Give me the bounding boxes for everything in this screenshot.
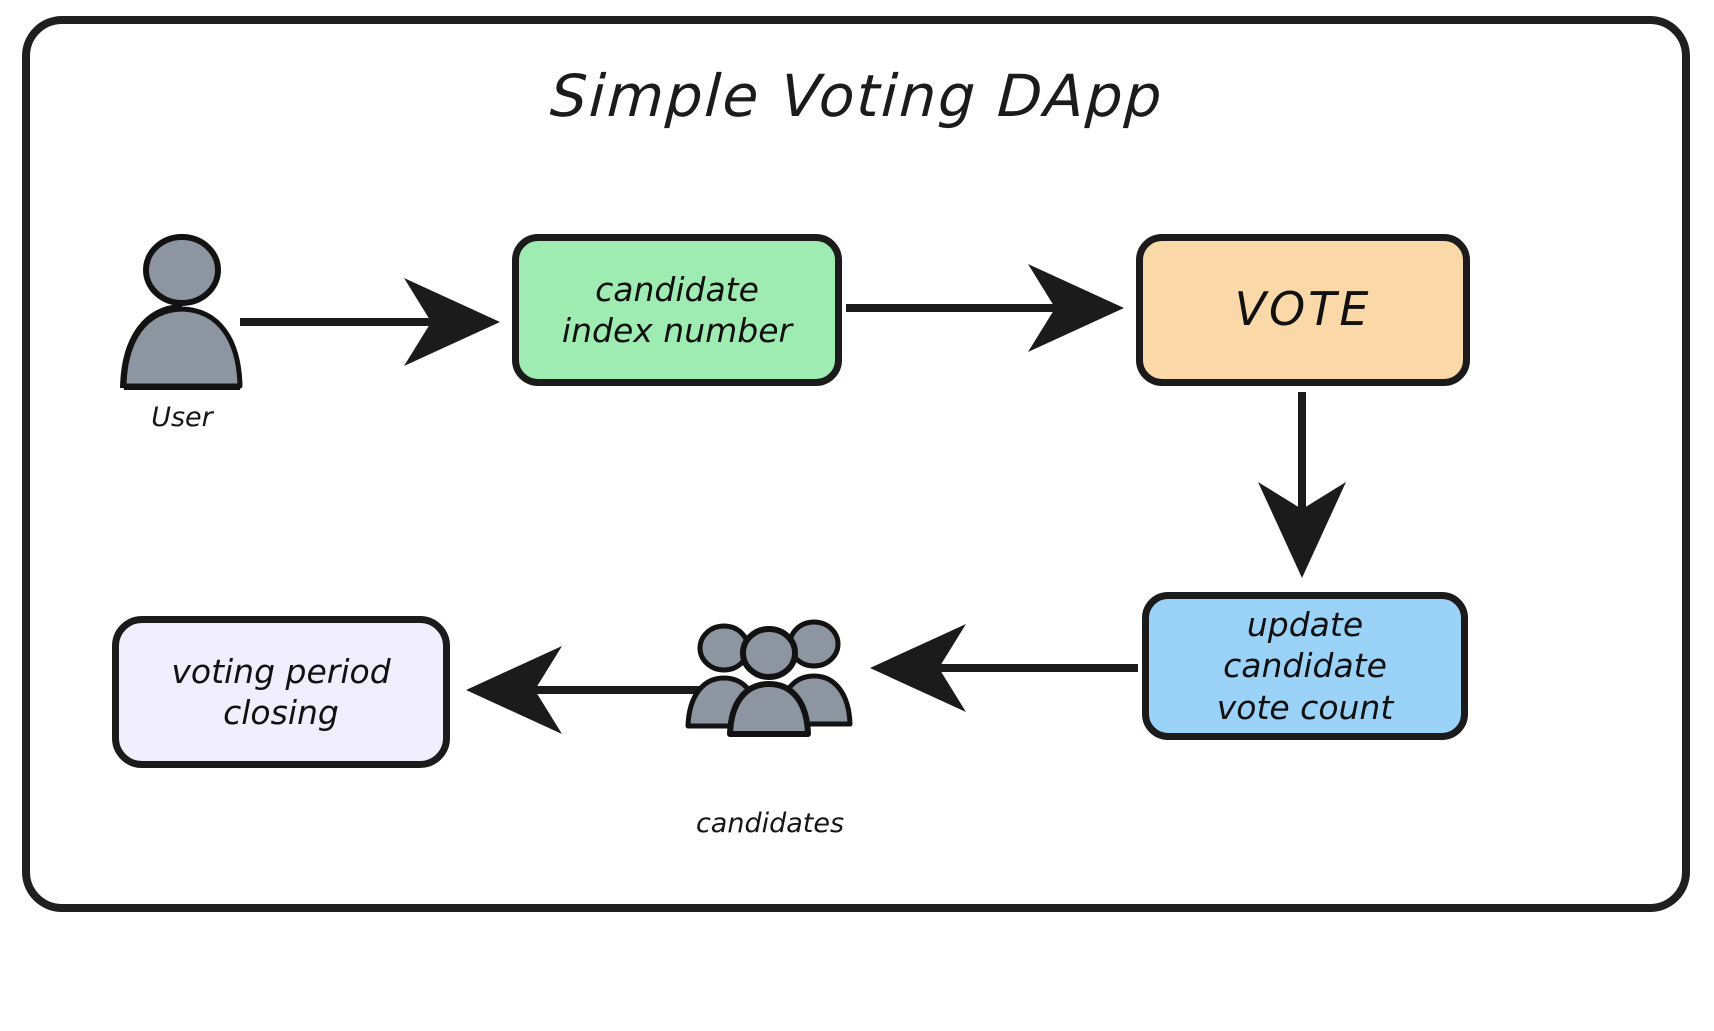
page-title: Simple Voting DApp <box>548 62 1166 130</box>
group-people-icon <box>684 608 854 738</box>
node-update-count-label: update candidate vote count <box>1216 605 1394 727</box>
user-icon-caption: User <box>151 402 213 433</box>
diagram-frame <box>22 16 1690 912</box>
node-update-candidate-vote-count[interactable]: update candidate vote count <box>1142 592 1468 740</box>
node-candidate-index-label: candidate index number <box>561 269 793 350</box>
node-vote-label: VOTE <box>1234 282 1372 337</box>
candidates-icon-caption: candidates <box>695 808 845 839</box>
node-voting-period-label: voting period closing <box>171 651 391 732</box>
node-candidate-index[interactable]: candidate index number <box>512 234 842 386</box>
node-vote[interactable]: VOTE <box>1136 234 1470 386</box>
node-voting-period-closing[interactable]: voting period closing <box>112 616 450 768</box>
single-person-icon <box>112 228 252 398</box>
